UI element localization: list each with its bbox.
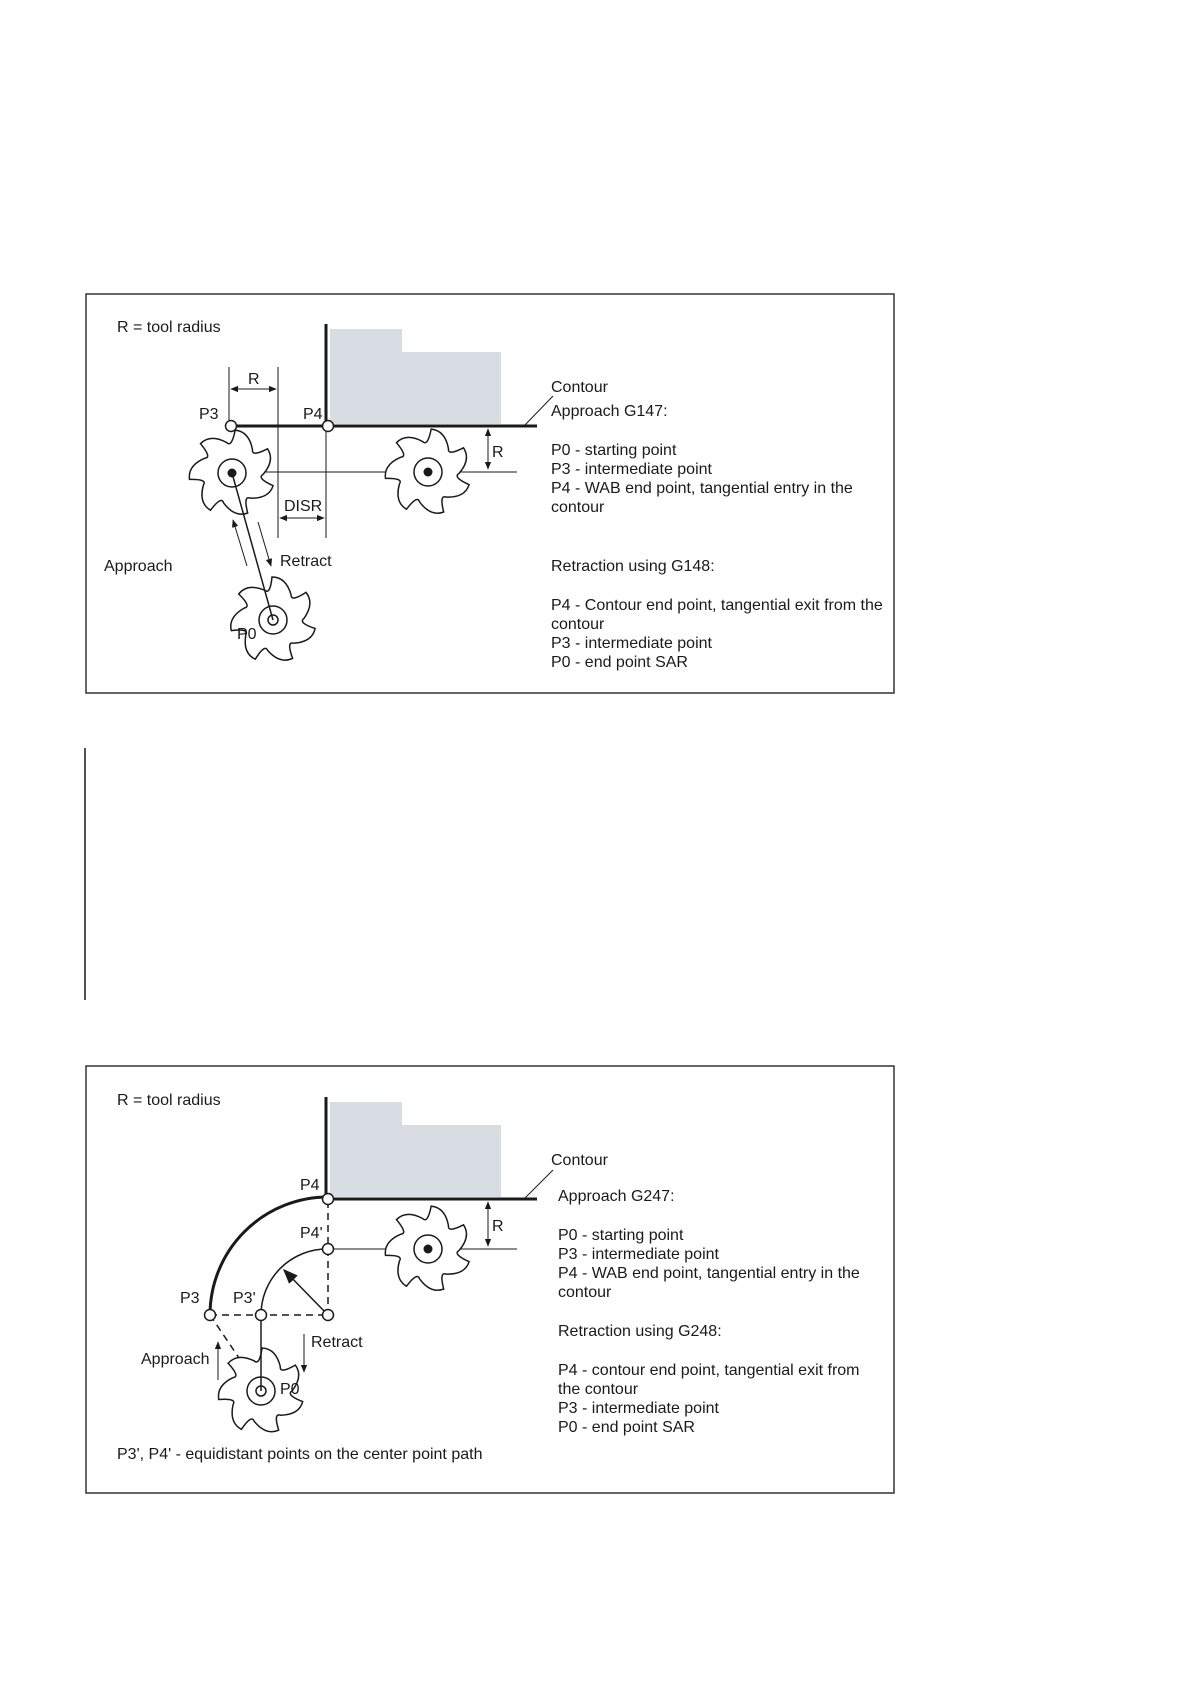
retraction-item: P4 - Contour end point, tangential exit … bbox=[551, 597, 883, 614]
retraction-item: P0 - end point SAR bbox=[558, 1419, 695, 1436]
radius-arrow bbox=[282, 1268, 327, 1314]
p4-prime-point bbox=[321, 1242, 335, 1256]
p3-prime-point bbox=[254, 1308, 268, 1322]
retraction-item: contour bbox=[551, 616, 605, 633]
tool-radius-note: R = tool radius bbox=[117, 1092, 221, 1109]
approach-item: contour bbox=[558, 1284, 612, 1301]
center-path-arc bbox=[260, 1248, 328, 1316]
retraction-item: P0 - end point SAR bbox=[551, 654, 688, 671]
contour-leader bbox=[523, 1169, 554, 1200]
retract-label: Retract bbox=[311, 1334, 363, 1351]
figure-1-approach-g147: R = tool radius Contour R R DISR P3 P4 bbox=[85, 293, 895, 694]
approach-item: P0 - starting point bbox=[558, 1227, 684, 1244]
retract-arrow bbox=[257, 521, 273, 567]
figure-2-approach-g247: R = tool radius Contour R bbox=[85, 1065, 895, 1494]
arc-center-point bbox=[321, 1308, 335, 1322]
dim-r-top-label: R bbox=[248, 371, 260, 388]
dim-r-side-label: R bbox=[492, 1218, 504, 1235]
cutter-center-dot bbox=[423, 1244, 433, 1254]
approach-path bbox=[231, 472, 274, 621]
p3-label: P3 bbox=[180, 1290, 200, 1307]
dim-r-side-label: R bbox=[492, 444, 504, 461]
tool-radius-note: R = tool radius bbox=[117, 319, 221, 336]
workpiece-shape bbox=[330, 1102, 501, 1197]
approach-item: contour bbox=[551, 499, 605, 516]
approach-item: P0 - starting point bbox=[551, 442, 677, 459]
approach-arc bbox=[208, 1195, 329, 1316]
retraction-title: Retraction using G248: bbox=[558, 1323, 722, 1340]
p3-label: P3 bbox=[199, 406, 219, 423]
approach-item: P3 - intermediate point bbox=[551, 461, 713, 478]
contour-leader bbox=[523, 395, 554, 427]
footnote: P3', P4' - equidistant points on the cen… bbox=[117, 1446, 482, 1463]
approach-arrow bbox=[232, 519, 248, 567]
p0-label: P0 bbox=[280, 1381, 300, 1398]
approach-title: Approach G147: bbox=[551, 403, 668, 420]
approach-item: P4 - WAB end point, tangential entry in … bbox=[558, 1265, 860, 1282]
retraction-item: P4 - contour end point, tangential exit … bbox=[558, 1362, 860, 1379]
approach-item: P4 - WAB end point, tangential entry in … bbox=[551, 480, 853, 497]
p0-label: P0 bbox=[237, 626, 257, 643]
approach-item: P3 - intermediate point bbox=[558, 1246, 720, 1263]
retraction-item: the contour bbox=[558, 1381, 639, 1398]
contour-label: Contour bbox=[551, 1152, 609, 1169]
p4-point bbox=[321, 1192, 335, 1206]
retraction-item: P3 - intermediate point bbox=[551, 635, 713, 652]
p4-prime-label: P4' bbox=[300, 1225, 323, 1242]
retract-label: Retract bbox=[280, 553, 332, 570]
p3-point bbox=[203, 1308, 217, 1322]
approach-title: Approach G247: bbox=[558, 1188, 675, 1205]
p3-point bbox=[224, 419, 238, 433]
retraction-item: P3 - intermediate point bbox=[558, 1400, 720, 1417]
p4-label: P4 bbox=[303, 406, 323, 423]
retraction-title: Retraction using G148: bbox=[551, 558, 715, 575]
approach-label: Approach bbox=[141, 1351, 210, 1368]
cutter-center-dot bbox=[423, 467, 433, 477]
contour-label: Contour bbox=[551, 379, 609, 396]
p4-point bbox=[321, 419, 335, 433]
workpiece-shape bbox=[330, 329, 501, 424]
approach-label: Approach bbox=[104, 558, 173, 575]
p3-prime-label: P3' bbox=[233, 1290, 256, 1307]
p4-label: P4 bbox=[300, 1177, 320, 1194]
dim-disr-label: DISR bbox=[284, 498, 322, 515]
